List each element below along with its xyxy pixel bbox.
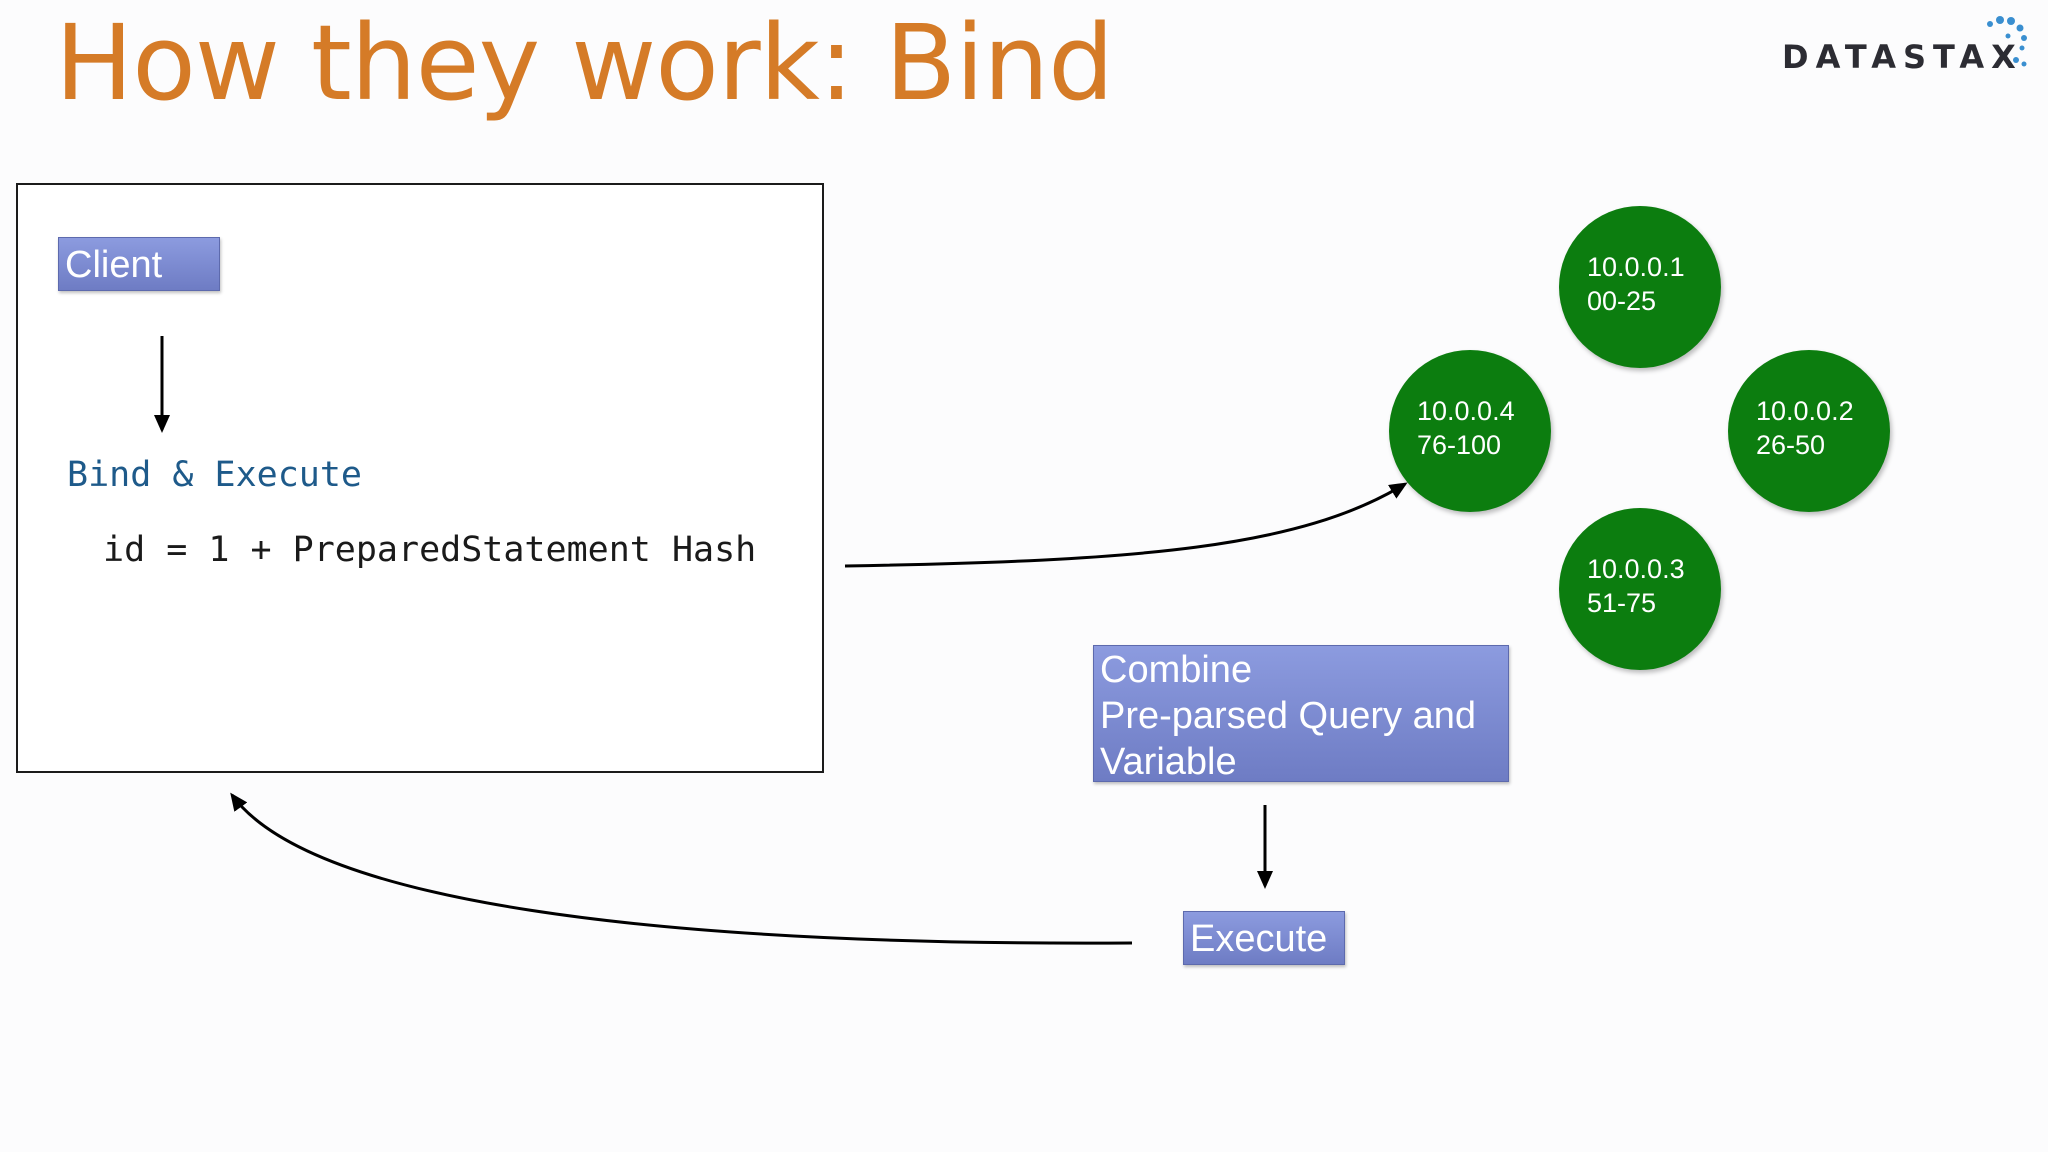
node-10-0-0-1: 10.0.0.1 00-25 xyxy=(1559,206,1721,368)
node-address: 10.0.0.3 xyxy=(1587,554,1685,584)
logo-dots-icon xyxy=(1987,16,2027,67)
node-10-0-0-2: 10.0.0.2 26-50 xyxy=(1728,350,1890,512)
combine-line-1: Combine xyxy=(1100,649,1253,691)
combine-label: Combine Pre-parsed Query and Variable xyxy=(1093,645,1509,783)
execute-label: Execute xyxy=(1183,911,1345,965)
payload-text: id = 1 + PreparedStatement Hash xyxy=(103,530,757,570)
node-range: 00-25 xyxy=(1587,286,1657,316)
node-address: 10.0.0.1 xyxy=(1587,252,1685,282)
node-address: 10.0.0.2 xyxy=(1756,396,1854,426)
node-range: 76-100 xyxy=(1417,430,1502,460)
client-to-node-arrow xyxy=(844,482,1408,568)
node-10-0-0-3: 10.0.0.3 51-75 xyxy=(1559,508,1721,670)
node-10-0-0-4: 10.0.0.4 76-100 xyxy=(1389,350,1551,512)
bind-execute-text: Bind & Execute xyxy=(67,455,363,495)
node-range: 51-75 xyxy=(1587,588,1657,618)
combine-line-2: Pre-parsed Query and xyxy=(1100,695,1476,737)
node-address: 10.0.0.4 xyxy=(1417,396,1515,426)
execute-to-client-arrow xyxy=(230,792,1133,945)
combine-line-3: Variable xyxy=(1100,741,1237,783)
datastax-logo: DATASTAX xyxy=(1782,38,2023,76)
client-label: Client xyxy=(58,237,220,291)
slide-title: How they work: Bind xyxy=(55,2,1114,124)
node-range: 26-50 xyxy=(1756,430,1826,460)
